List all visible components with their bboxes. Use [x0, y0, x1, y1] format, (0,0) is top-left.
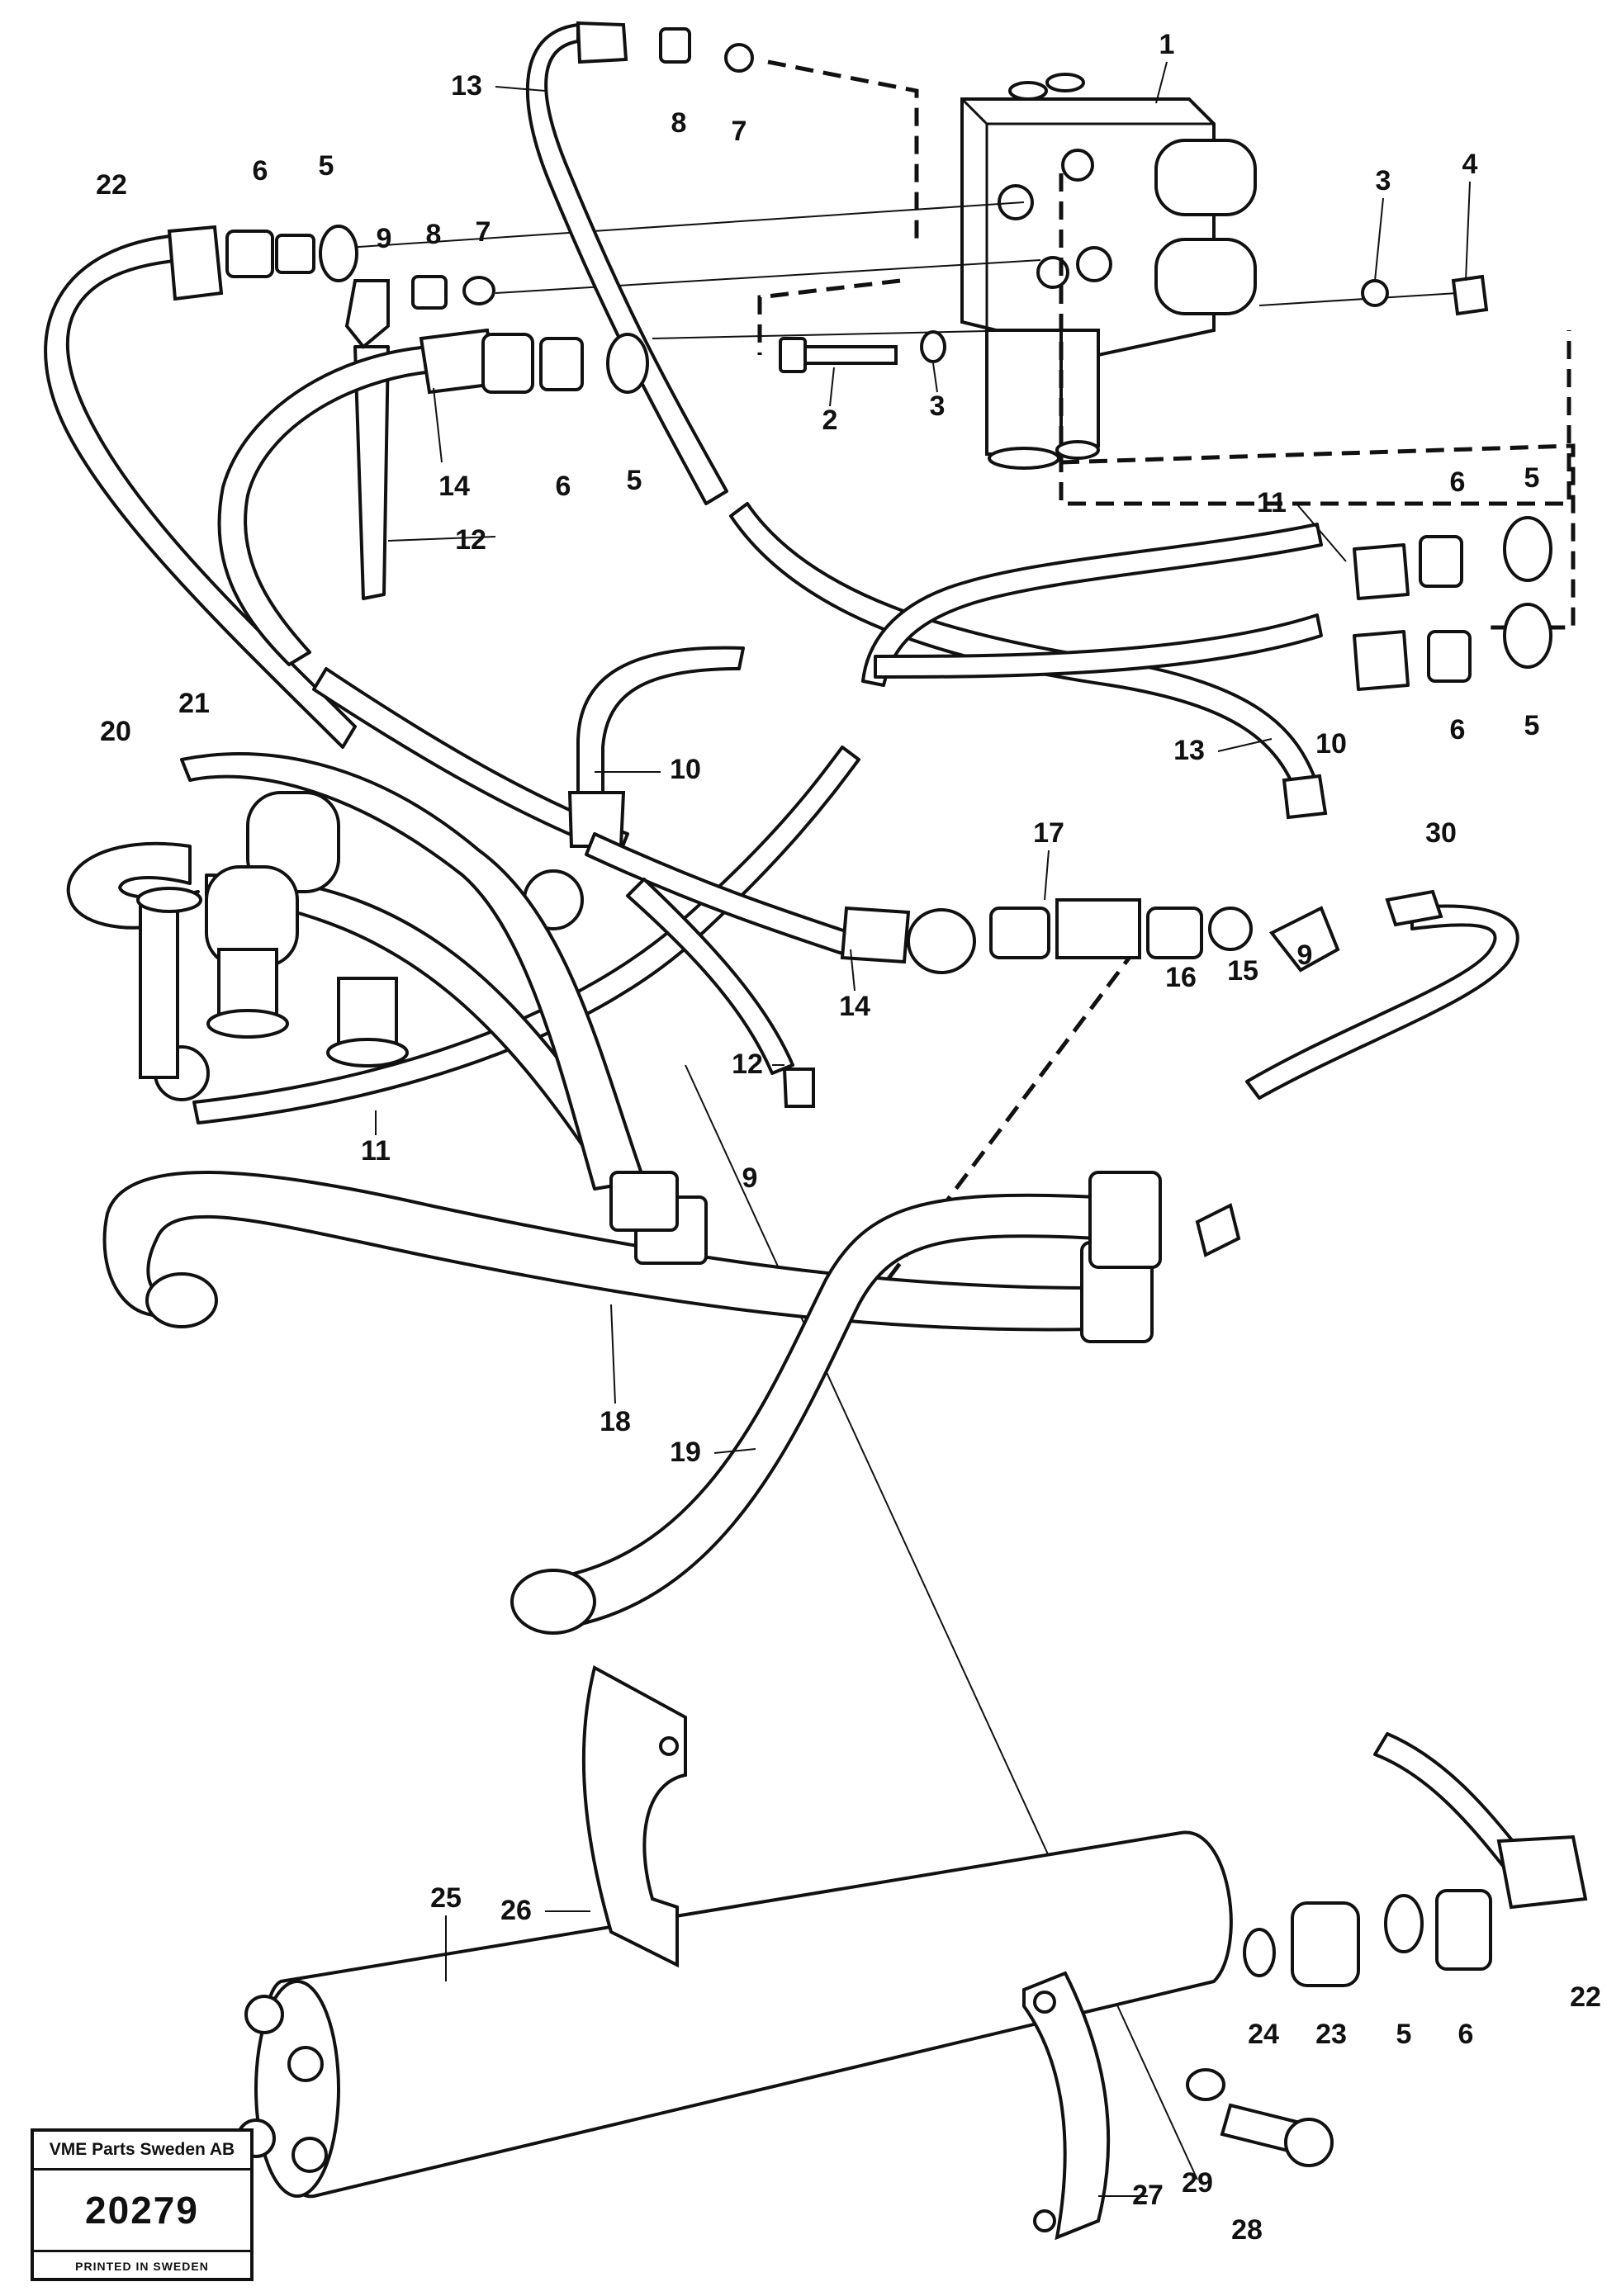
hose-14-lower	[585, 832, 976, 974]
label-6: 6	[1458, 2019, 1474, 2050]
manifold-tee-pieces	[136, 791, 409, 1079]
label-4: 4	[1462, 149, 1478, 180]
label-24: 24	[1248, 2019, 1279, 2050]
label-12: 12	[455, 524, 486, 556]
label-22: 22	[1570, 1981, 1601, 2013]
label-5: 5	[1396, 2019, 1412, 2050]
valve-block	[960, 73, 1257, 470]
catalog-badge: VME Parts Sweden AB 20279 PRINTED IN SWE…	[31, 2128, 254, 2281]
label-5: 5	[1524, 462, 1540, 494]
label-29: 29	[1182, 2167, 1213, 2199]
label-12: 12	[732, 1049, 763, 1080]
hose-12-upper	[353, 345, 390, 600]
label-11: 11	[1257, 487, 1287, 518]
label-1: 1	[1159, 29, 1175, 60]
label-6: 6	[253, 155, 268, 187]
label-5: 5	[627, 465, 642, 496]
label-19: 19	[670, 1437, 701, 1468]
label-17: 17	[1033, 817, 1064, 849]
label-21: 21	[178, 688, 210, 719]
label-16: 16	[1165, 962, 1197, 993]
clamp-27	[1022, 1971, 1111, 2241]
badge-printed: PRINTED IN SWEDEN	[75, 2260, 209, 2273]
label-23: 23	[1315, 2019, 1347, 2050]
label-6: 6	[556, 471, 571, 502]
bolt-28-washer-29	[1186, 2068, 1334, 2167]
label-10: 10	[670, 754, 701, 785]
label-13: 13	[451, 70, 482, 102]
label-7: 7	[732, 116, 747, 147]
pipe-21	[180, 752, 679, 1232]
label-8: 8	[671, 107, 687, 139]
label-8: 8	[426, 219, 442, 250]
fittings-upper-left	[225, 27, 754, 394]
bolt-2	[779, 330, 946, 373]
label-3: 3	[1376, 165, 1391, 196]
fittings-lower-right	[1243, 1889, 1492, 1987]
label-18: 18	[600, 1406, 631, 1437]
hose-22-upper	[44, 225, 357, 749]
label-6: 6	[1450, 466, 1466, 498]
hose-13-upper	[525, 21, 1328, 820]
label-9: 9	[377, 223, 392, 254]
label-20: 20	[100, 716, 131, 747]
hose-10-upper	[576, 613, 1410, 807]
hose-11-upper	[861, 523, 1410, 687]
label-28: 28	[1231, 2214, 1263, 2246]
label-22: 22	[96, 169, 127, 201]
label-13: 13	[1173, 735, 1205, 766]
label-15: 15	[1227, 955, 1258, 987]
bracket-26	[581, 1665, 687, 1968]
pipe-19	[510, 1171, 1162, 1635]
label-9: 9	[1297, 940, 1313, 971]
hose-22-lower	[1373, 1732, 1588, 1910]
label-3: 3	[930, 391, 946, 422]
label-9: 9	[742, 1162, 758, 1194]
label-25: 25	[430, 1882, 462, 1914]
label-10: 10	[1315, 728, 1347, 760]
badge-number: 20279	[34, 2171, 250, 2252]
label-leaders	[375, 61, 1471, 2197]
hose-30	[1245, 889, 1519, 1100]
label-30: 30	[1425, 817, 1457, 849]
part-labels: 1 13 8 7 3 4 22 6 5 9 8 7 2 3 14 6 5 12 …	[96, 29, 1601, 2246]
label-5: 5	[319, 150, 334, 182]
hose-12-lower	[626, 878, 815, 1108]
label-14: 14	[438, 471, 470, 502]
label-2: 2	[822, 405, 838, 436]
label-14: 14	[839, 991, 870, 1022]
label-5: 5	[1524, 710, 1540, 741]
label-11: 11	[361, 1135, 391, 1167]
cylinder-25	[236, 1830, 1233, 2199]
label-6: 6	[1450, 714, 1466, 746]
fittings-right	[989, 274, 1552, 1257]
badge-company: VME Parts Sweden AB	[34, 2132, 250, 2171]
label-26: 26	[500, 1895, 532, 1926]
label-7: 7	[476, 216, 491, 248]
